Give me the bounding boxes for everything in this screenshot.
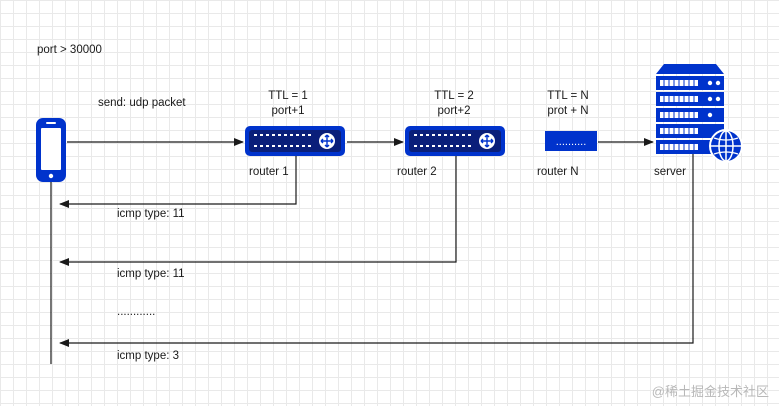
router2-port-label: port+2 — [437, 105, 471, 117]
router1-name-label: router 1 — [249, 166, 289, 178]
router-n-inner-dots: .......... — [556, 136, 587, 148]
router-2-icon — [405, 126, 505, 156]
return-path-server — [59, 154, 694, 347]
icmp-reply-1-label: icmp type: 11 — [117, 208, 185, 220]
router2-ttl-label: TTL = 2 — [434, 90, 474, 102]
routerN-name-label: router N — [537, 166, 579, 178]
routerN-ttl-label: TTL = N — [547, 90, 589, 102]
router1-ttl-label: TTL = 1 — [268, 90, 308, 102]
router2-name-label: router 2 — [397, 166, 437, 178]
return-path-router2 — [59, 156, 457, 266]
router-1-icon — [245, 126, 345, 156]
return-path-router1 — [59, 156, 297, 208]
phone-icon — [36, 118, 66, 182]
icmp-reply-3-label: icmp type: 3 — [117, 350, 179, 362]
watermark: @稀土掘金技术社区 — [651, 384, 769, 399]
router-n-box — [545, 131, 597, 151]
port-note-label: port > 30000 — [37, 44, 102, 56]
routerN-port-label: prot + N — [547, 105, 589, 117]
globe-icon — [709, 129, 743, 163]
server-icon — [656, 64, 743, 163]
router1-port-label: port+1 — [271, 105, 305, 117]
send-label: send: udp packet — [98, 97, 186, 109]
ellipsis-label: ............ — [117, 306, 156, 318]
server-name-label: server — [654, 166, 686, 178]
icmp-reply-2-label: icmp type: 11 — [117, 268, 185, 280]
